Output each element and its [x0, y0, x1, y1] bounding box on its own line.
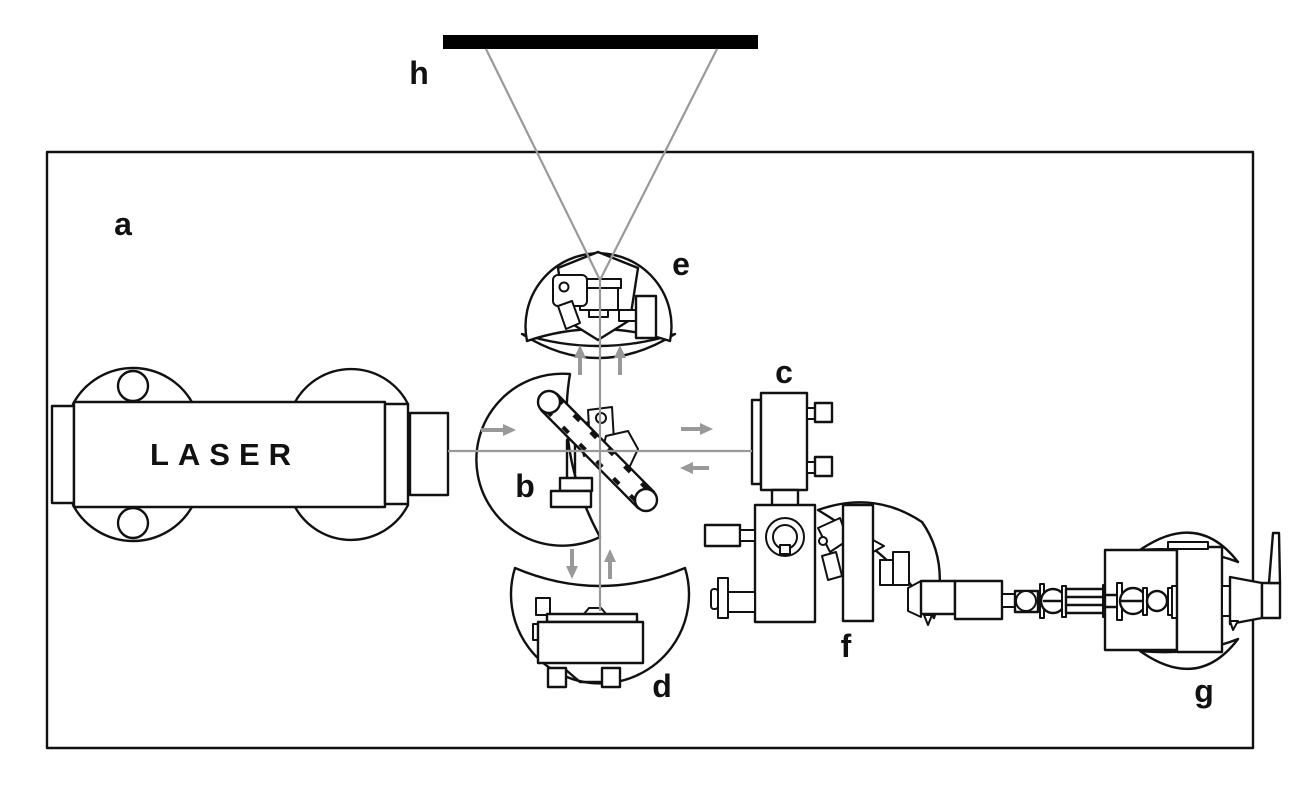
mirror-mount-body — [759, 391, 809, 492]
pointer-tick — [1229, 620, 1239, 631]
mount-plate — [1175, 545, 1224, 654]
laser-rear-cap — [50, 404, 76, 505]
mount-tab — [535, 597, 551, 616]
micrometer-thimble — [953, 579, 1004, 621]
beam-direction-arrows — [481, 345, 713, 579]
mirror-face-strip — [750, 398, 763, 486]
adjust-knob — [813, 401, 834, 424]
micrometer-collar — [907, 580, 922, 618]
label-mirror-d: d — [652, 668, 672, 704]
adjust-knob — [116, 369, 150, 403]
adjust-knob — [813, 455, 834, 478]
mirror-c — [750, 391, 834, 508]
stack-block — [879, 559, 894, 586]
screen-bar — [443, 35, 758, 49]
part-labels: a b c d e f g h — [114, 55, 1214, 709]
label-mirror-e: e — [672, 246, 690, 282]
clamp-bar — [727, 591, 756, 613]
plate-lip — [1167, 541, 1209, 550]
handle-stem — [739, 529, 756, 542]
arrowhead-up — [614, 345, 626, 358]
laser-collar — [383, 402, 410, 506]
mirror-body — [536, 620, 645, 665]
laser-mount-arc — [292, 503, 410, 542]
laser-text: LASER — [150, 437, 300, 472]
holder-hole — [818, 536, 828, 546]
adjust-knob — [116, 506, 150, 540]
mirror-tab — [588, 309, 609, 318]
spindle — [1001, 593, 1016, 608]
arrowhead-up — [604, 549, 616, 562]
piston-body — [1064, 587, 1107, 615]
arrowhead-left — [680, 462, 693, 474]
micrometer-barrel — [919, 579, 957, 616]
arrowhead-down — [566, 566, 578, 579]
beam-to-screen-left — [485, 48, 601, 281]
mount-neck — [770, 488, 800, 508]
lens-key-notch — [779, 544, 791, 555]
lever-stick — [1267, 531, 1282, 585]
label-board-a: a — [114, 206, 132, 242]
label-beamsplitter-b: b — [515, 468, 535, 504]
laser-assembly: LASER — [50, 366, 450, 543]
actuator-knob — [634, 294, 658, 340]
plate-end-post — [536, 389, 562, 415]
coupler-ball — [1015, 590, 1037, 612]
laser-mount-arc — [71, 503, 195, 543]
label-mirror-c: c — [775, 354, 793, 390]
arrowhead-right — [503, 424, 516, 436]
arrowhead-right — [700, 423, 713, 435]
foot-bracket — [564, 668, 604, 684]
stage-g — [1103, 531, 1282, 671]
mount-crescent-bottom — [1138, 637, 1240, 671]
label-screen-h: h — [409, 55, 429, 91]
laser-aperture — [408, 411, 450, 497]
beam-to-screen-right — [599, 48, 718, 281]
arrowhead-up — [574, 345, 586, 358]
coupler-ball — [1145, 589, 1169, 613]
clamp-hole — [558, 281, 570, 293]
foot — [546, 666, 568, 689]
clamp-flange — [717, 577, 729, 619]
mount-plate — [841, 503, 875, 623]
optic-mount-crescent — [816, 501, 942, 620]
clamp-finger — [557, 300, 581, 330]
foot — [600, 666, 622, 689]
actuator-rod — [618, 309, 637, 322]
lens-block — [753, 503, 817, 624]
beam-paths — [448, 48, 752, 611]
handle — [703, 523, 742, 548]
label-stage-g: g — [1194, 673, 1214, 709]
taper-block — [1228, 575, 1264, 626]
laser-mount-arc — [71, 366, 195, 406]
label-translator-f: f — [841, 628, 852, 664]
pedestal — [558, 476, 594, 493]
mirror-d — [509, 566, 691, 689]
pedestal-base — [549, 489, 593, 509]
laser-mount-arc — [292, 367, 410, 406]
pointer-wedge — [872, 539, 885, 553]
translator-f — [703, 501, 1110, 626]
mount-sliver — [520, 332, 677, 360]
end-piece — [1260, 581, 1282, 620]
clamp-cap — [710, 588, 719, 610]
plate-end-post — [633, 487, 659, 513]
stack-block — [892, 551, 910, 586]
laser-body — [72, 400, 387, 509]
